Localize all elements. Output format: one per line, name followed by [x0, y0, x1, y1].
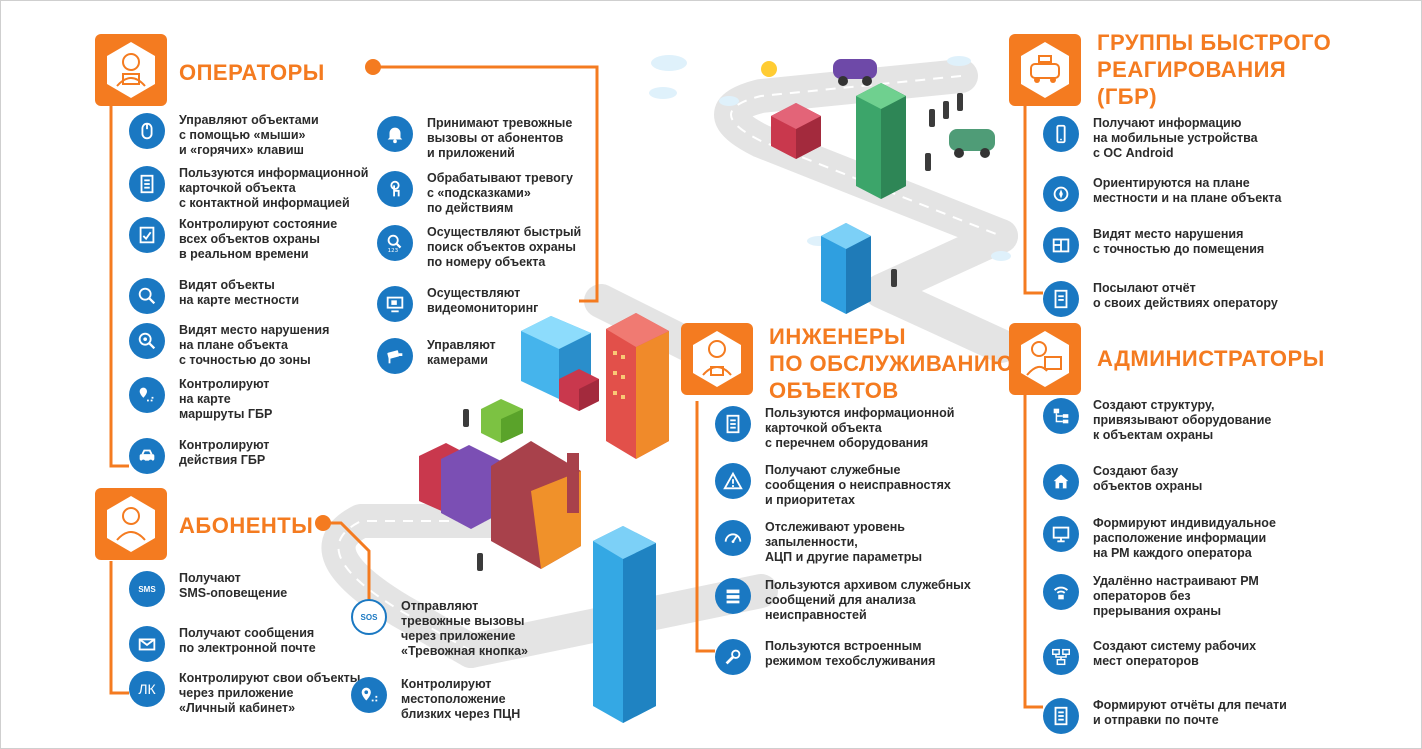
- list-item: Осуществляют видеомониторинг: [377, 286, 538, 322]
- green-tower: [856, 83, 906, 199]
- clouds: [649, 55, 1011, 261]
- list-item: Посылают отчёт о своих действиях операто…: [1043, 281, 1278, 317]
- list-item: Пользуются встроенным режимом техобслужи…: [715, 639, 935, 675]
- list-item: Удалённо настраивают РМ операторов без п…: [1043, 574, 1259, 619]
- list-item: ЛК Контролируют свои объекты через прило…: [129, 671, 360, 716]
- mouse-icon: [129, 113, 165, 149]
- list-item: Создают систему рабочих мест операторов: [1043, 639, 1256, 675]
- tall-blue-tower: [593, 526, 656, 723]
- engineers-title-line-1: ИНЖЕНЕРЫ: [769, 324, 907, 349]
- admin-avatar-icon: [1009, 323, 1081, 395]
- list-item: Пользуются информационной карточкой объе…: [129, 166, 368, 211]
- mobile-icon: [1043, 116, 1079, 152]
- list-item: Создают структуру, привязывают оборудова…: [1043, 398, 1271, 443]
- red-cube: [771, 103, 821, 159]
- route-icon: [129, 377, 165, 413]
- floor-plan-icon: [1043, 227, 1079, 263]
- camera-icon: [377, 338, 413, 374]
- lk-icon: ЛК: [129, 671, 165, 707]
- gauge-icon: [715, 520, 751, 556]
- wrench-gear-icon: [715, 639, 751, 675]
- red-orange-tower: [606, 313, 669, 459]
- list-item: Видят место нарушения на плане объекта с…: [129, 323, 329, 368]
- list-item: Контролируют действия ГБР: [129, 438, 269, 474]
- list-item: Принимают тревожные вызовы от абонентов …: [377, 116, 572, 161]
- workstation-icon: [1043, 516, 1079, 552]
- sun-icon: [761, 61, 777, 77]
- touch-icon: [377, 171, 413, 207]
- report-icon: [1043, 281, 1079, 317]
- people: [463, 93, 963, 571]
- compass-icon: [1043, 176, 1079, 212]
- purple-car: [833, 59, 877, 86]
- print-report-icon: [1043, 698, 1079, 734]
- bell-icon: [377, 116, 413, 152]
- list-item: Пользуются архивом служебных сообщений д…: [715, 578, 971, 623]
- engineers-title-line-3: ОБЪЕКТОВ: [769, 378, 899, 403]
- list-item: Пользуются информационной карточкой объе…: [715, 406, 954, 451]
- list-item: Получают служебные сообщения о неисправн…: [715, 463, 951, 508]
- list-item: Отслеживают уровень запыленности, АЦП и …: [715, 520, 922, 565]
- list-item: SMS Получают SMS-оповещение: [129, 571, 287, 607]
- list-item: Видят объекты на карте местности: [129, 278, 299, 314]
- network-icon: [1043, 639, 1079, 675]
- email-icon: [129, 626, 165, 662]
- checklist-icon: [129, 217, 165, 253]
- operator-avatar-icon: [95, 34, 167, 106]
- video-monitor-icon: [377, 286, 413, 322]
- list-item: Контролируют местоположение близких чере…: [351, 677, 520, 722]
- green-car: [949, 129, 995, 158]
- engineers-title-line-2: ПО ОБСЛУЖИВАНИЮ: [769, 351, 1014, 376]
- green-cube: [481, 399, 523, 443]
- rapid-response-title-line-3: (ГБР): [1097, 84, 1158, 109]
- list-item: 123 Осуществляют быстрый поиск объектов …: [377, 225, 581, 270]
- database-house-icon: [1043, 464, 1079, 500]
- rapid-response-title-line-1: ГРУППЫ БЫСТРОГО: [1097, 30, 1332, 55]
- list-item: Управляют камерами: [377, 338, 496, 374]
- archive-icon: [715, 578, 751, 614]
- list-item: Управляют объектами с помощью «мыши» и «…: [129, 113, 319, 158]
- list-item: Получают информацию на мобильные устройс…: [1043, 116, 1258, 161]
- blue-tower: [821, 223, 871, 314]
- remote-config-icon: [1043, 574, 1079, 610]
- structure-icon: [1043, 398, 1079, 434]
- list-item: Формируют отчёты для печати и отправки п…: [1043, 698, 1287, 734]
- list-item: Ориентируются на плане местности и на пл…: [1043, 176, 1282, 212]
- taxi-car-icon: [1009, 34, 1081, 106]
- warning-icon: [715, 463, 751, 499]
- red-small-cube: [559, 369, 599, 411]
- map-search-icon: [129, 278, 165, 314]
- administrators-title: АДМИНИСТРАТОРЫ: [1097, 346, 1325, 371]
- card-icon: [129, 166, 165, 202]
- zone-search-icon: [129, 323, 165, 359]
- list-item: Видят место нарушения с точностью до пом…: [1043, 227, 1264, 263]
- list-item: SOS Отправляют тревожные вызовы через пр…: [351, 599, 528, 659]
- sms-icon: SMS: [129, 571, 165, 607]
- list-item: Получают сообщения по электронной почте: [129, 626, 316, 662]
- subscriber-avatar-icon: [95, 488, 167, 560]
- operators-title: ОПЕРАТОРЫ: [179, 60, 325, 85]
- document-icon: [715, 406, 751, 442]
- search-123-icon: 123: [377, 225, 413, 261]
- svg-text:123: 123: [388, 248, 399, 254]
- list-item: Создают базу объектов охраны: [1043, 464, 1202, 500]
- engineer-avatar-icon: [681, 323, 753, 395]
- list-item: Контролируют на карте маршруты ГБР: [129, 377, 272, 422]
- list-item: Обрабатывают тревогу с «подсказками» по …: [377, 171, 573, 216]
- factory: [419, 441, 581, 569]
- list-item: Контролируют состояние всех объектов охр…: [129, 217, 337, 262]
- rapid-response-title-line-2: РЕАГИРОВАНИЯ: [1097, 57, 1287, 82]
- sos-icon: SOS: [351, 599, 387, 635]
- location-icon: [351, 677, 387, 713]
- list-item: Формируют индивидуальное расположение ин…: [1043, 516, 1276, 561]
- subscribers-title: АБОНЕНТЫ: [179, 513, 314, 538]
- car-icon: [129, 438, 165, 474]
